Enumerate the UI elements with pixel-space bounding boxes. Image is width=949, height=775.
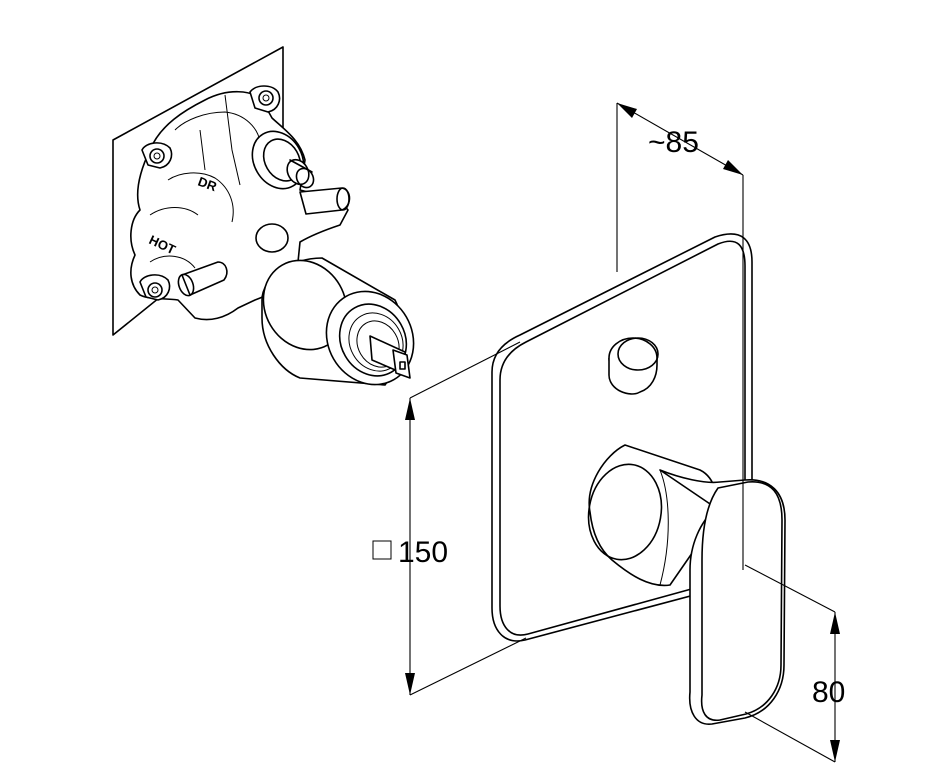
diverter-button xyxy=(608,337,659,395)
dimension-lever-height: 80 xyxy=(744,564,845,763)
mounting-ear-bottom xyxy=(139,274,171,301)
lever-height-label: 80 xyxy=(812,676,845,709)
mounting-ear-top xyxy=(249,85,281,113)
lever-handle xyxy=(587,444,786,725)
depth-label: ~85 xyxy=(648,126,699,159)
diverter-outlet xyxy=(251,130,315,190)
cartridge xyxy=(261,257,415,386)
dimension-depth: ~85 xyxy=(616,102,744,570)
plate-size-label: 150 xyxy=(398,536,448,569)
rough-in-valve-body: DR HOT xyxy=(112,46,415,386)
square-symbol xyxy=(372,540,392,560)
dimension-plate-size: 150 xyxy=(372,341,527,696)
mounting-ear-left xyxy=(141,142,173,169)
plug-dome xyxy=(255,223,289,253)
cover-plate xyxy=(491,233,786,725)
label-dr: DR xyxy=(196,174,219,195)
svg-text:DR: DR xyxy=(196,174,219,195)
